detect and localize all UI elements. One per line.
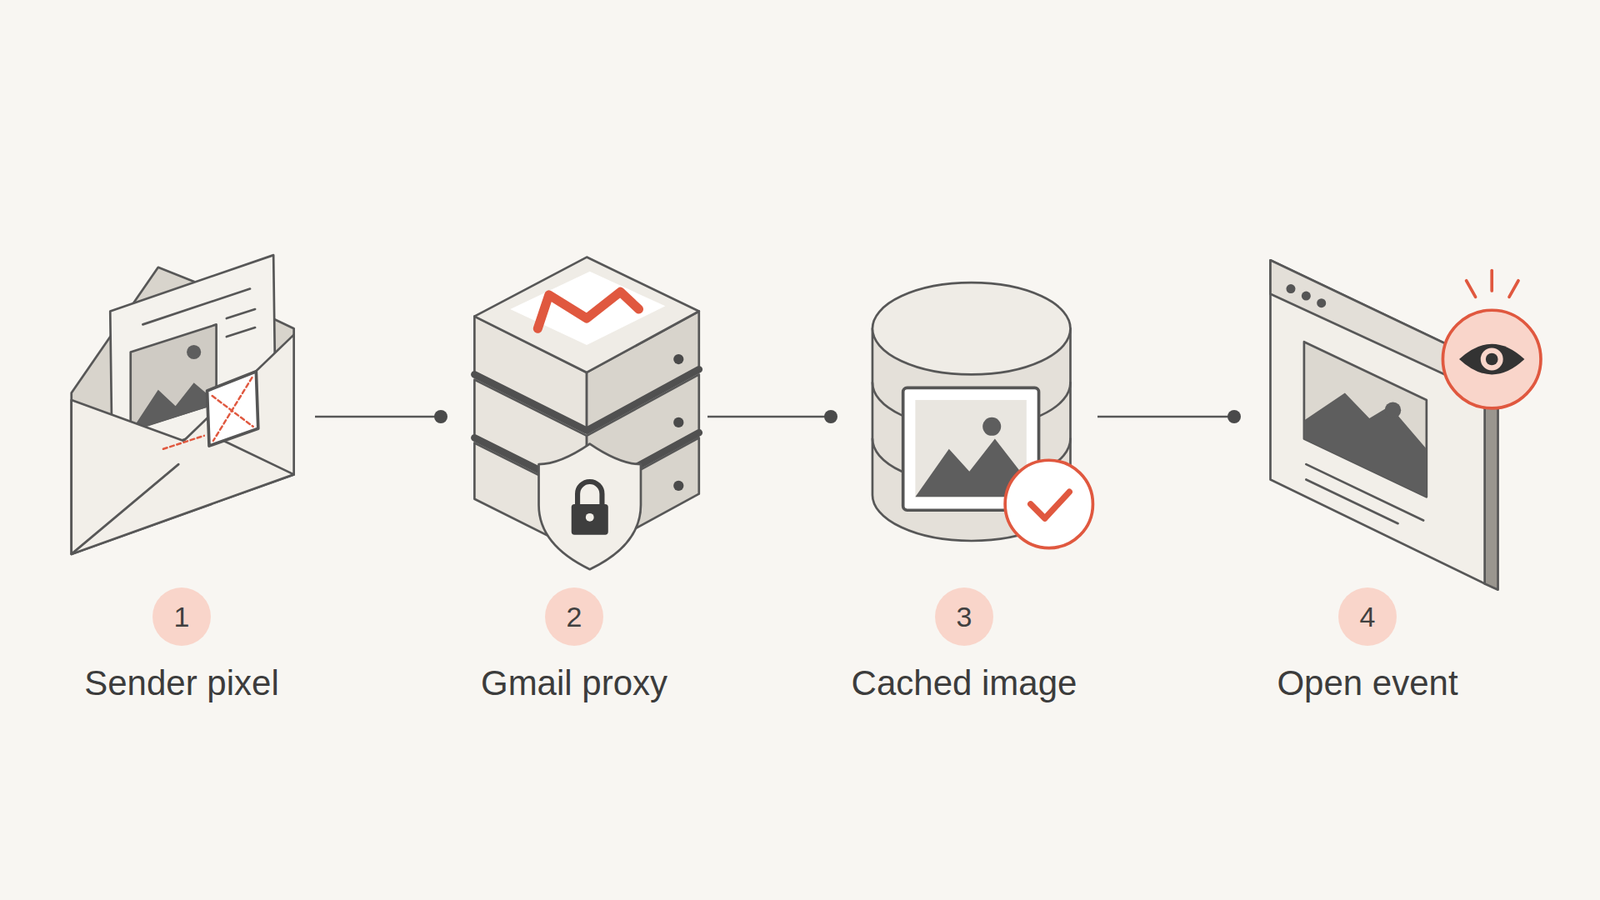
connector-line bbox=[1097, 415, 1235, 419]
connector-end-dot bbox=[1227, 410, 1241, 424]
flow-connector bbox=[707, 410, 838, 424]
step-number: 1 bbox=[152, 587, 211, 646]
flow-connector bbox=[315, 410, 448, 424]
gmail-proxy-server-icon bbox=[474, 257, 699, 570]
connector-line bbox=[707, 415, 831, 419]
step-label: Sender pixel bbox=[84, 662, 279, 705]
step-node: 1Sender pixel bbox=[56, 250, 307, 705]
cache-database-icon bbox=[872, 282, 1093, 548]
step-label: Cached image bbox=[851, 662, 1078, 705]
connector-end-dot bbox=[434, 410, 448, 424]
flow-connector bbox=[1097, 410, 1241, 424]
step-node: 3Cached image bbox=[839, 250, 1090, 705]
step-label: Gmail proxy bbox=[480, 662, 668, 705]
connector-end-dot bbox=[824, 410, 838, 424]
envelope-icon bbox=[71, 255, 295, 555]
step-number: 4 bbox=[1338, 587, 1397, 646]
step-number: 3 bbox=[935, 587, 994, 646]
step-node: 2Gmail proxy bbox=[449, 250, 700, 705]
step-number: 2 bbox=[545, 587, 604, 646]
connector-line bbox=[315, 415, 441, 419]
browser-open-icon bbox=[1270, 260, 1540, 590]
step-node: 4Open event bbox=[1242, 250, 1493, 705]
step-label: Open event bbox=[1276, 662, 1458, 705]
